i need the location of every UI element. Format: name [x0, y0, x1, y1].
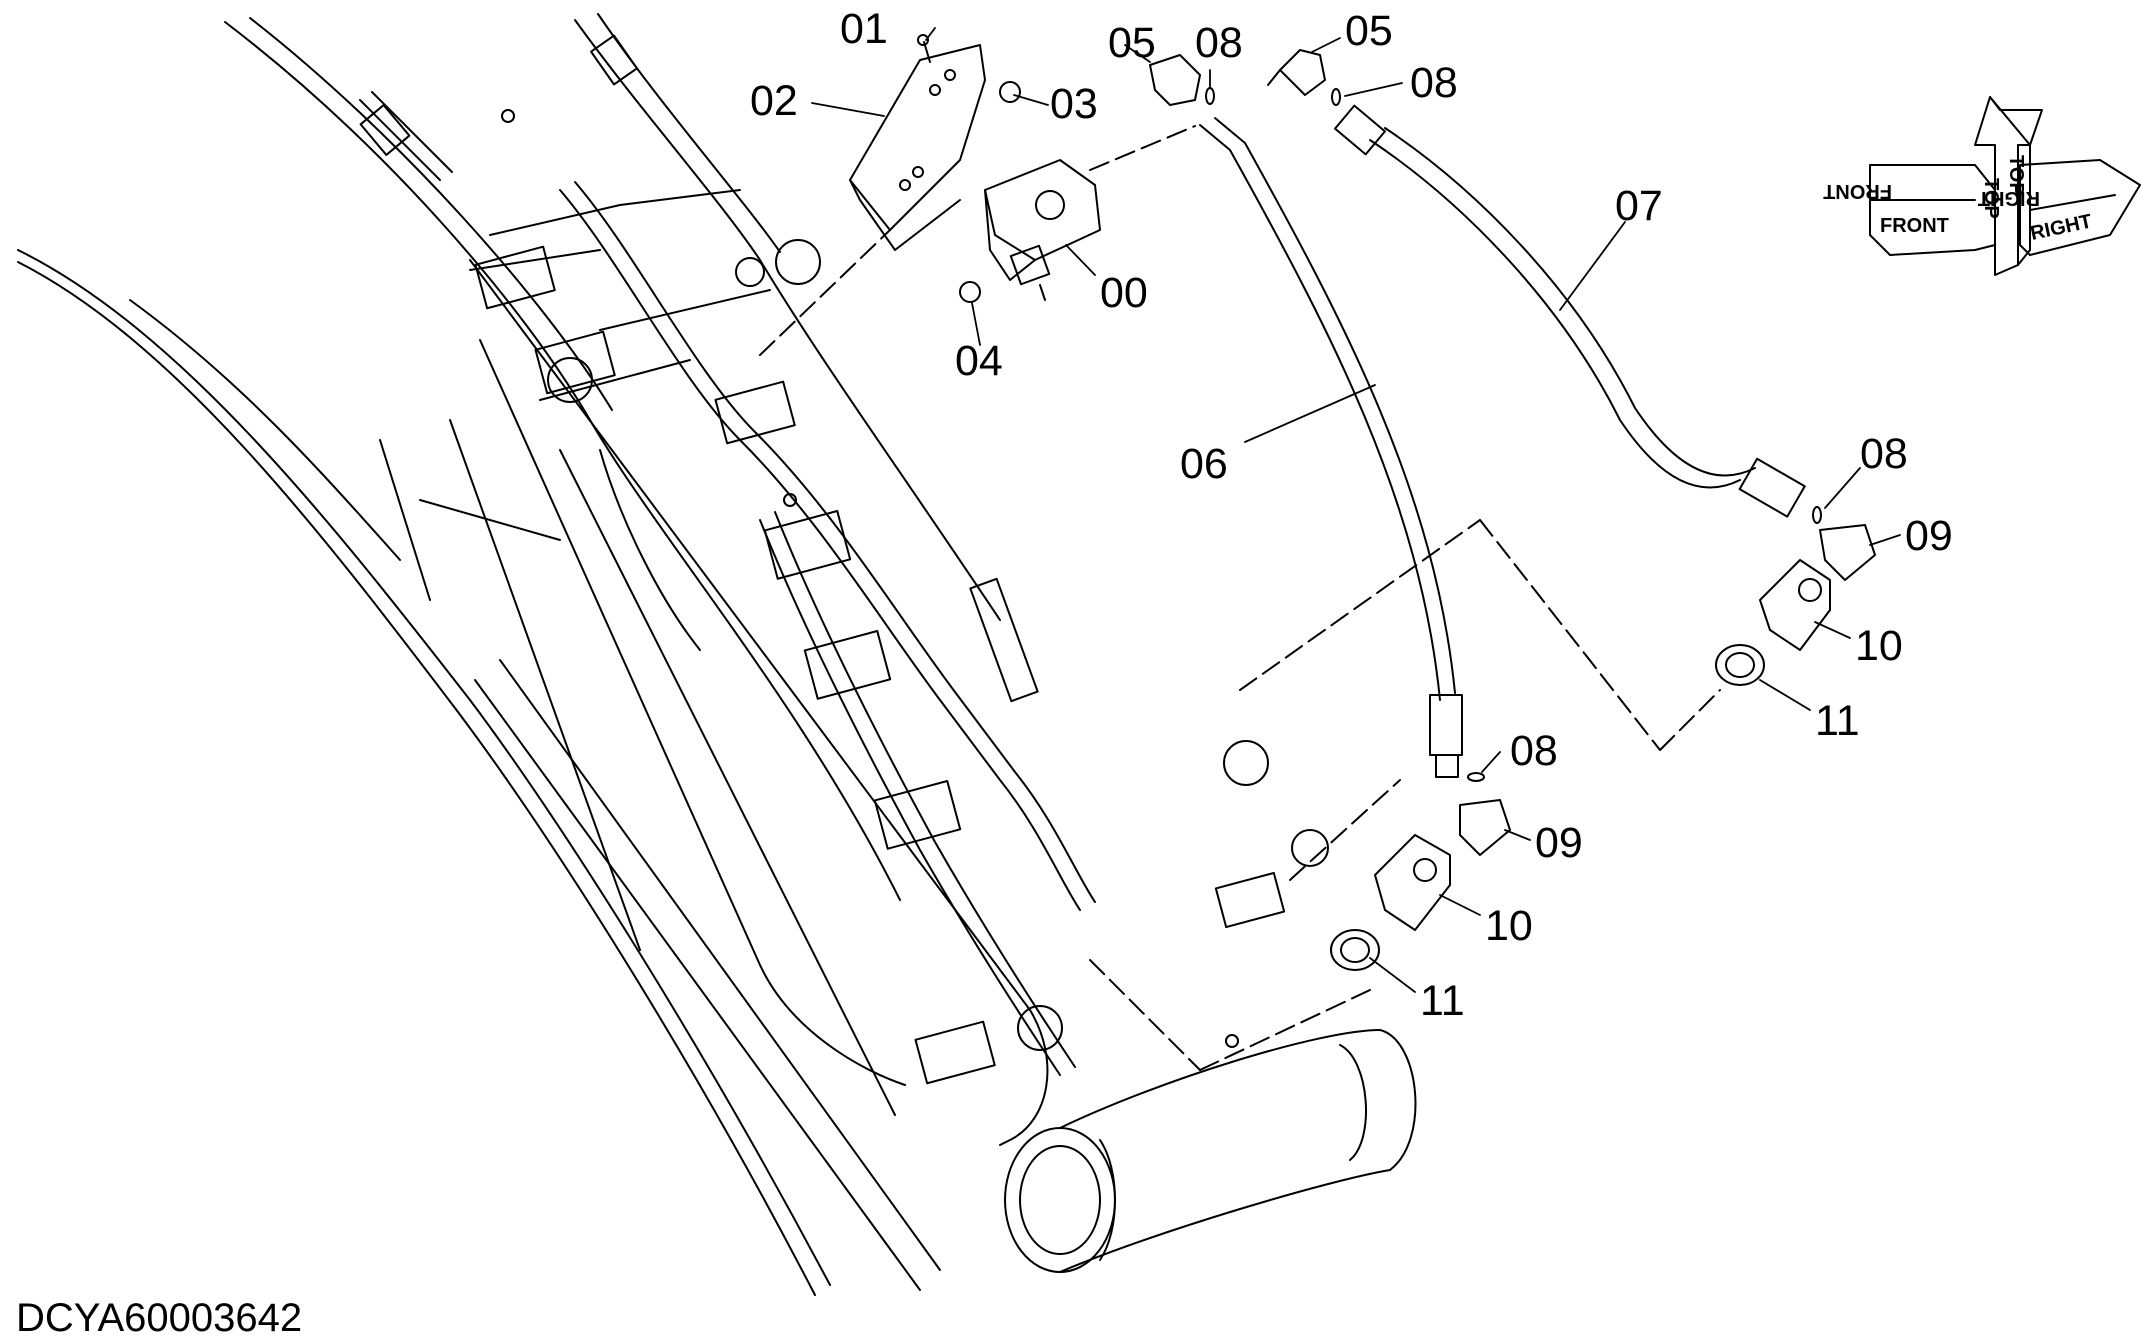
callout-01: 01: [840, 5, 888, 53]
nut-03: [999, 81, 1021, 103]
callout-09b: 09: [1535, 819, 1583, 867]
elbow-09-right: [1819, 524, 1876, 581]
callout-08d: 08: [1510, 727, 1558, 775]
callout-08c: 08: [1860, 430, 1908, 478]
nipple-11-lower: [1330, 929, 1380, 971]
o-ring-08-top: [1205, 87, 1341, 106]
boom-arm: [17, 13, 1721, 1296]
solenoid-valve-00: [984, 159, 1101, 301]
elbow-09-lower: [1459, 799, 1511, 856]
hose-07: [1334, 104, 1806, 518]
callout-11a: 11: [1815, 697, 1860, 745]
orientation-symbol: [1869, 96, 2141, 276]
callout-04: 04: [955, 337, 1003, 385]
callout-11b: 11: [1420, 977, 1465, 1025]
callout-09a: 09: [1905, 512, 1953, 560]
orientation-right-a: RIGHT: [1978, 187, 2040, 209]
callout-07: 07: [1615, 182, 1663, 230]
orientation-top-b: TOP: [2005, 155, 2027, 196]
callout-05a: 05: [1108, 19, 1156, 67]
callout-05b: 05: [1345, 7, 1393, 55]
bracket-02: [849, 44, 986, 251]
o-ring-08-lower: [1467, 772, 1485, 782]
callout-08b: 08: [1410, 59, 1458, 107]
callout-08a: 08: [1195, 19, 1243, 67]
drawing-code: DCYA60003642: [16, 1296, 303, 1340]
orientation-top-a: TOP: [1980, 178, 2002, 219]
callout-02: 02: [750, 77, 798, 125]
adapter-05-left: [1149, 54, 1201, 106]
leader-lines: [811, 27, 1901, 993]
orientation-right-b: RIGHT: [2028, 210, 2093, 244]
adapter-05-right: [1267, 49, 1326, 96]
orientation-front-b: FRONT: [1880, 215, 1949, 237]
orientation-front-a: FRONT: [1823, 180, 1892, 202]
callout-00: 00: [1100, 269, 1148, 317]
callout-06: 06: [1180, 440, 1228, 488]
o-ring-08-right: [1812, 506, 1822, 524]
callout-10b: 10: [1485, 902, 1533, 950]
nipple-11-right: [1715, 644, 1765, 686]
bolt-01: [917, 34, 931, 63]
washer-04: [959, 281, 981, 303]
block-10-lower: [1374, 834, 1451, 931]
block-10-right: [1759, 559, 1831, 651]
callout-10a: 10: [1855, 622, 1903, 670]
callout-03: 03: [1050, 80, 1098, 128]
hose-06: [1199, 117, 1463, 778]
